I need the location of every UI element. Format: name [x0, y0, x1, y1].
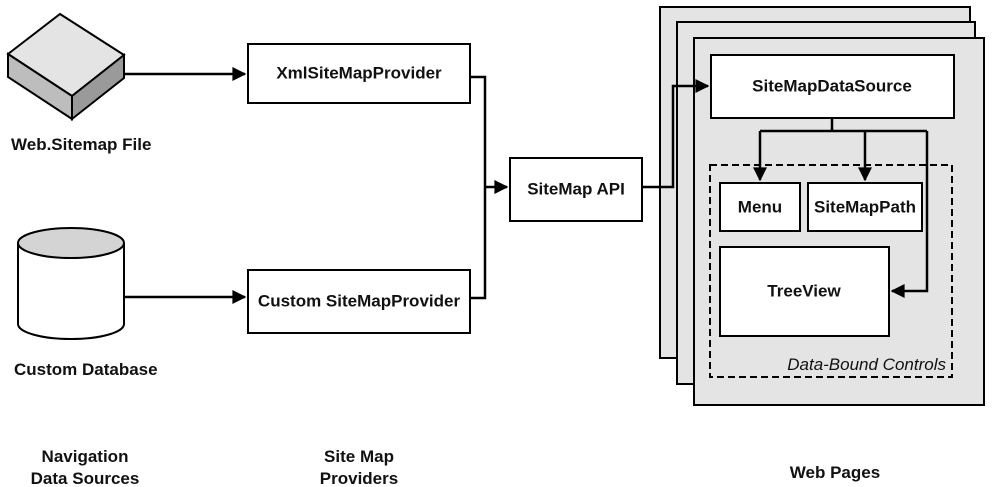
datasource-branch-line: [760, 118, 927, 133]
xml-provider-box: XmlSiteMapProvider: [247, 43, 471, 104]
sitemap-api-label: SiteMap API: [527, 179, 625, 198]
data-bound-controls-group: [709, 164, 953, 378]
sitemappath-control-box: SiteMapPath: [807, 182, 923, 232]
menu-control-label: Menu: [738, 197, 782, 216]
sources-column-caption-line1: Navigation: [42, 447, 129, 466]
api-to-datasource-arrow: [642, 79, 710, 189]
menu-control-box: Menu: [719, 182, 801, 232]
custom-database-label: Custom Database: [14, 360, 158, 379]
sitemappath-control-label: SiteMapPath: [814, 197, 916, 216]
treeview-control-box: TreeView: [719, 246, 890, 337]
providers-join-line: [470, 75, 487, 300]
custom-provider-box: Custom SiteMapProvider: [247, 269, 471, 334]
sitemap-file-icon: [6, 12, 126, 122]
sources-column-caption-line2: Data Sources: [31, 469, 140, 487]
to-treeview-arrow: [890, 131, 929, 298]
sitemap-file-label: Web.Sitemap File: [11, 135, 151, 154]
pages-column-caption: Web Pages: [790, 463, 880, 482]
xml-provider-label: XmlSiteMapProvider: [276, 63, 442, 82]
treeview-control-label: TreeView: [767, 281, 841, 300]
custom-provider-label: Custom SiteMapProvider: [258, 291, 461, 310]
sitemap-datasource-label: SiteMapDataSource: [752, 76, 912, 95]
providers-column-caption-line1: Site Map: [324, 447, 394, 466]
providers-column-caption-line2: Providers: [320, 469, 398, 487]
database-icon: [17, 227, 125, 340]
sitemap-datasource-box: SiteMapDataSource: [710, 54, 955, 119]
sitemap-api-box: SiteMap API: [509, 157, 643, 222]
data-bound-controls-label: Data-Bound Controls: [787, 355, 946, 374]
